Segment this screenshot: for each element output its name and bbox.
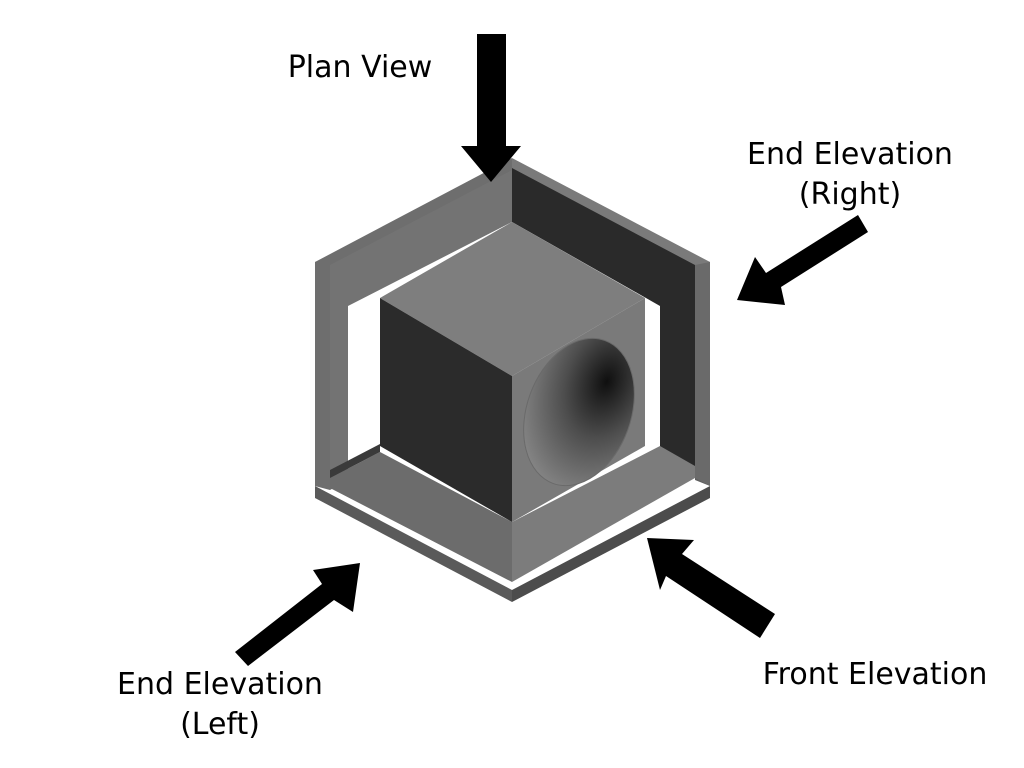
plan-view-text: Plan View bbox=[287, 50, 433, 85]
down-arrow bbox=[461, 34, 521, 182]
right-up-arrow bbox=[235, 563, 360, 666]
left-down-arrow bbox=[737, 215, 868, 305]
floor-left-face bbox=[330, 452, 512, 582]
plan-view-label: Plan View bbox=[270, 48, 450, 88]
floor-right-face bbox=[512, 446, 695, 582]
end-elevation-left-label: End Elevation (Left) bbox=[95, 665, 345, 745]
end-elevation-right-label: End Elevation (Right) bbox=[725, 135, 975, 215]
end-elevation-left-line2: (Left) bbox=[180, 707, 260, 742]
cube-top-face bbox=[380, 222, 645, 376]
right-wall-edge-face bbox=[695, 262, 710, 486]
left-up-arrow bbox=[647, 538, 775, 638]
front-elevation-label: Front Elevation bbox=[740, 655, 1010, 695]
base-bottom-right-lip bbox=[512, 486, 710, 602]
end-elevation-right-line2: (Right) bbox=[798, 177, 902, 212]
front-elevation-text: Front Elevation bbox=[762, 657, 988, 692]
cube-left-face bbox=[380, 298, 512, 522]
left-wall-top-face bbox=[315, 158, 512, 490]
end-elevation-right-line1: End Elevation bbox=[747, 137, 953, 172]
right-wall-inner-face bbox=[512, 168, 695, 478]
base-bottom-left-lip bbox=[315, 486, 512, 602]
end-elevation-left-line1: End Elevation bbox=[117, 667, 323, 702]
cylindrical-hole bbox=[523, 337, 635, 487]
base-block bbox=[315, 158, 710, 602]
cube bbox=[380, 222, 645, 522]
left-wall-inner-face bbox=[330, 170, 512, 488]
floor-left-step-face bbox=[330, 444, 380, 478]
right-wall-top-face bbox=[512, 158, 710, 268]
view-arrows bbox=[235, 34, 868, 666]
